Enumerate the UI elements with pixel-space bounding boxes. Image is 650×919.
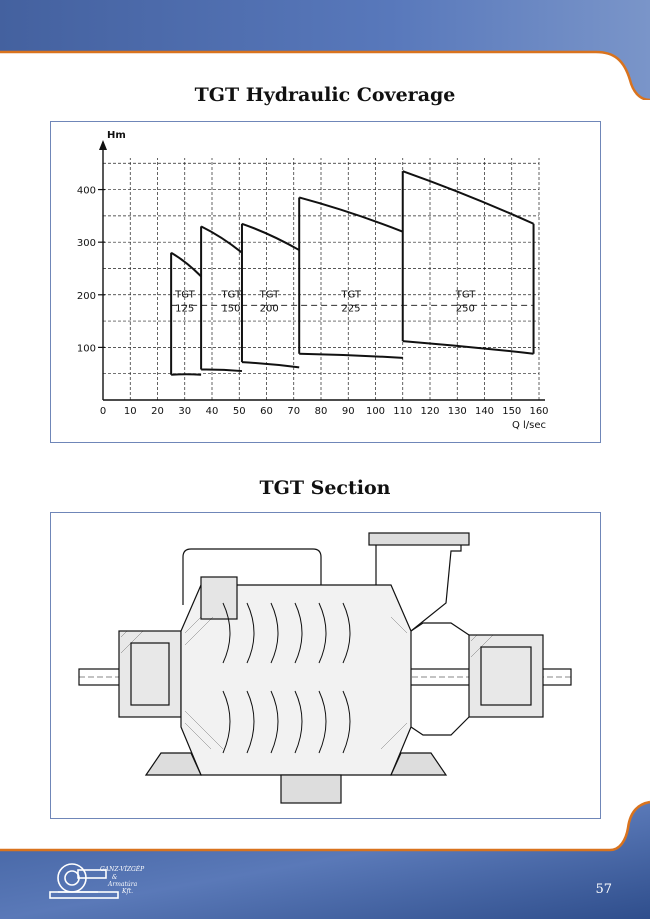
company-logo: GANZ-VÍZGÉP & Armatúra Kft. — [48, 856, 148, 902]
x-tick-label-1: 10 — [124, 406, 137, 417]
series-top-curve-3 — [298, 196, 404, 233]
logo-line-3: Armatúra — [108, 881, 138, 888]
series-label-line2-1: 150 — [221, 303, 240, 314]
x-tick-label-7: 70 — [287, 406, 300, 417]
header-band — [0, 0, 650, 100]
logo-line-4: Kft. — [122, 888, 134, 895]
series-bottom-curve-0 — [171, 373, 202, 376]
coverage-chart-frame: 0 10 20 30 40 50 60 70 80 90 100 110 120 130 140 150 160… — [50, 121, 601, 443]
x-tick-label-6: 60 — [260, 406, 273, 417]
x-tick-label-12: 120 — [420, 406, 439, 417]
series-label-line2-3: 225 — [341, 303, 360, 314]
logo-line-1: GANZ-VÍZGÉP — [100, 866, 145, 873]
series-label-line2-4: 250 — [456, 303, 475, 314]
x-tick-label-0: 0 — [100, 406, 106, 417]
series-bottom-curve-2 — [241, 361, 300, 369]
series-label-line1-3: TGT — [340, 289, 362, 300]
series-label-line1-2: TGT — [259, 289, 281, 300]
pump-section-drawing — [78, 532, 572, 804]
x-tick-label-16: 160 — [529, 406, 548, 417]
series-top-curve-0 — [170, 251, 202, 278]
x-axis-label: Q l/sec — [512, 420, 546, 431]
x-tick-label-14: 140 — [475, 406, 494, 417]
series-label-line1-4: TGT — [455, 289, 477, 300]
series-bottom-curve-1 — [201, 368, 243, 373]
x-tick-label-8: 80 — [315, 406, 328, 417]
coverage-chart: 0 10 20 30 40 50 60 70 80 90 100 110 120 130 140 150 160… — [77, 130, 549, 431]
y-tick-label-3: 400 — [77, 186, 96, 197]
y-tick-label-0: 100 — [77, 343, 96, 354]
logo-line-2: & — [112, 874, 118, 881]
series-top-curve-2 — [241, 222, 300, 251]
x-tick-label-9: 90 — [342, 406, 355, 417]
series-top-curve-1 — [200, 225, 243, 254]
y-tick-label-2: 300 — [77, 238, 96, 249]
x-tick-label-4: 40 — [206, 406, 219, 417]
x-tick-label-11: 110 — [393, 406, 412, 417]
page-number: 57 — [595, 882, 612, 897]
x-tick-label-15: 150 — [502, 406, 521, 417]
section-drawing-frame — [50, 512, 601, 819]
series-label-line2-0: 125 — [175, 303, 194, 314]
section-title: TGT Section — [259, 477, 391, 499]
x-tick-label-10: 100 — [366, 406, 385, 417]
x-tick-label-3: 30 — [178, 406, 191, 417]
series-bottom-curve-4 — [402, 340, 534, 355]
x-tick-label-5: 50 — [233, 406, 246, 417]
footer-band — [0, 800, 650, 919]
series-top-curve-4 — [402, 170, 534, 225]
series-label-line2-2: 200 — [260, 303, 279, 314]
series-bottom-curve-3 — [299, 352, 403, 359]
coverage-title: TGT Hydraulic Coverage — [194, 84, 456, 106]
y-axis-arrow — [99, 140, 107, 150]
x-tick-label-13: 130 — [448, 406, 467, 417]
series-label-line1-0: TGT — [174, 289, 196, 300]
x-tick-label-2: 20 — [151, 406, 164, 417]
y-axis-label: Hm — [107, 130, 126, 141]
y-tick-label-1: 200 — [77, 291, 96, 302]
series-label-line1-1: TGT — [220, 289, 242, 300]
pump-logo-icon — [49, 863, 119, 899]
